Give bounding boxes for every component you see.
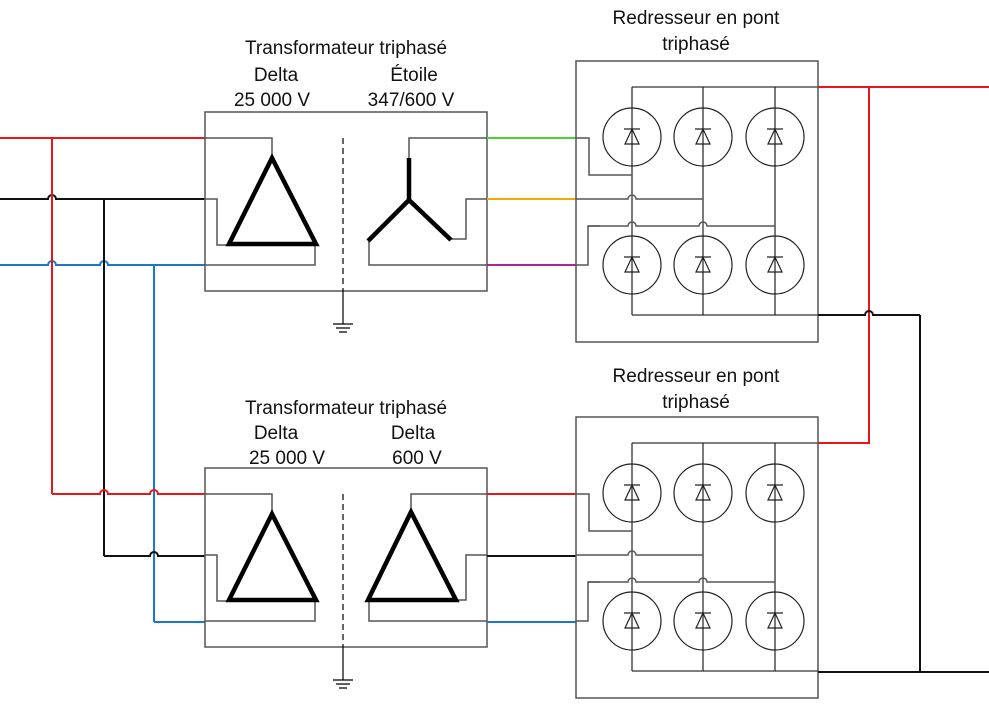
transformer-2-primary-type: Delta [253,423,299,444]
primary-lead-b [205,198,229,246]
ac-input-a [576,493,632,532]
transformer-2-title: Transformateur triphasé [244,398,448,419]
transformer-1-secondary-voltage: 347/600 V [367,90,455,111]
diode-casing [602,591,662,651]
phase-c-feeder [0,260,205,266]
secondary-lead-b [451,198,487,240]
transformer-1-primary-type: Delta [253,65,299,86]
primary-lead-b [205,554,229,602]
dc-positive-link [818,87,870,444]
diode-casing [602,235,662,295]
diode-casing [673,591,733,651]
ac-input-c-bus [588,221,775,227]
diode-icon [695,127,711,145]
rectifier-2-box [575,416,819,699]
diode-casing [745,107,805,167]
transformer-2-primary-voltage: 25 000 V [248,448,326,469]
secondary-lead-c [368,241,487,266]
delta-winding-icon [225,509,320,603]
ground-icon [333,323,353,333]
diode-icon [624,611,640,629]
secondary-lead-a [410,493,487,512]
rectifier-1-subtitle: triphasé [662,34,730,55]
diode-icon [695,255,711,273]
diode-icon [624,255,640,273]
diode-icon [767,255,783,273]
transformer-2-box [204,467,488,648]
dc-negative-link [818,310,920,316]
diode-casing [745,463,805,523]
ac-input-c [576,225,600,266]
rectifier-1-box [575,60,819,343]
primary-lead-a [205,137,273,158]
diode-icon [624,127,640,145]
diode-casing [673,463,733,523]
diode-casing [673,235,733,295]
phase-a-feeder-2 [52,489,205,495]
transformer-2-secondary-type: Delta [390,423,436,444]
diode-icon [695,611,711,629]
rectifier-2-title: Redresseur en pont [612,366,780,387]
secondary-lead-c [368,600,487,622]
delta-winding-icon [364,506,460,603]
diode-icon [624,483,640,501]
transformer-1-title: Transformateur triphasé [244,38,448,59]
ac-input-b [576,550,703,556]
delta-winding-icon [225,153,320,247]
transformer-1-box [204,111,488,292]
secondary-lead-b [456,554,487,601]
diode-icon [695,483,711,501]
rectifier-2-subtitle: triphasé [662,392,730,413]
phase-b-feeder [0,194,205,200]
transformer-2-secondary-voltage: 600 V [392,448,442,469]
wye-winding-icon [366,158,453,243]
ac-input-a [576,137,632,176]
ground-icon [333,679,353,689]
ac-input-b [576,194,703,200]
diode-casing [745,591,805,651]
transformer-1-primary-voltage: 25 000 V [233,90,311,111]
diode-icon [767,127,783,145]
diode-icon [767,611,783,629]
phase-b-feeder-2 [104,551,205,557]
diode-casing [673,107,733,167]
primary-lead-c [205,244,316,266]
primary-lead-a [205,493,273,514]
transformer-1-secondary-type: Étoile [390,65,438,86]
ac-input-c [576,581,600,622]
primary-lead-c [205,600,316,622]
secondary-lead-a [408,137,487,158]
diode-casing [745,235,805,295]
diode-casing [602,463,662,523]
diode-icon [767,483,783,501]
rectifier-1-title: Redresseur en pont [612,8,780,29]
ac-input-c-bus [588,577,775,583]
diode-casing [602,107,662,167]
